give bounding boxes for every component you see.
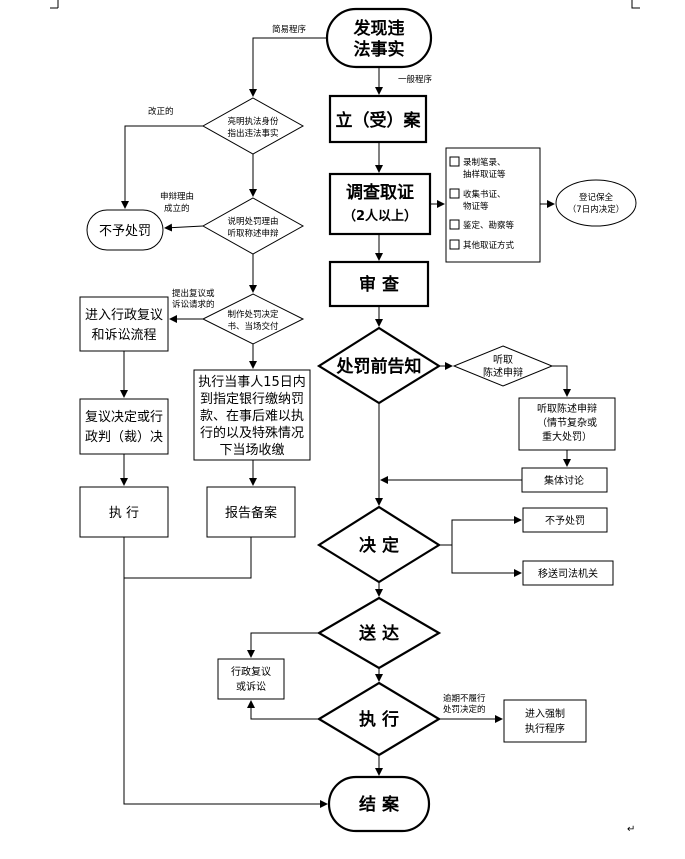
yisong-node: 移送司法机关 bbox=[522, 560, 614, 586]
liangming-node: 亮明执法身份 指出违法事实 bbox=[201, 97, 305, 155]
liangming-line1: 亮明执法身份 bbox=[227, 116, 279, 127]
tingqu-box-line3: 重大处罚） bbox=[542, 430, 592, 443]
baogao-label: 报告备案 bbox=[225, 505, 277, 521]
jiti-label: 集体讨论 bbox=[544, 474, 584, 487]
start-node: 发现违 法事实 bbox=[325, 7, 433, 69]
buyu-left-node: 不予处罚 bbox=[86, 209, 164, 251]
quzheng-opt3: 鉴定、勘察等 bbox=[463, 220, 515, 231]
zhixing-dangshi-line2: 到指定银行缴纳罚 bbox=[200, 392, 304, 407]
buyu-left-label: 不予处罚 bbox=[99, 224, 151, 239]
checkbox-icon bbox=[449, 156, 460, 167]
zhixing-dangshi-node: 执行当事人15日内 到指定银行缴纳罚 款、在事后难以执 行的以及特殊情况 下当场… bbox=[193, 369, 311, 461]
checkbox-icon bbox=[449, 239, 460, 250]
jinru-fuyi-line1: 进入行政复议 bbox=[85, 308, 163, 323]
baogao-node: 报告备案 bbox=[206, 486, 296, 538]
fuyi-jueding-line2: 政判（裁）决 bbox=[85, 429, 163, 445]
edge-label-jianyi: 简易程序 bbox=[272, 24, 307, 35]
diaocha-node: 调查取证 （2人以上） bbox=[328, 172, 432, 236]
zhixing-dangshi-line4: 行的以及特殊情况 bbox=[200, 425, 304, 441]
tingqu-box-line2: （情节复杂或 bbox=[537, 416, 597, 429]
jueding-node: 决 定 bbox=[316, 505, 442, 584]
buyu-right-node: 不予处罚 bbox=[522, 507, 608, 533]
dengji-line2: （7日内决定） bbox=[568, 204, 624, 215]
edge-label-tichu-line2: 诉讼请求的 bbox=[172, 299, 215, 310]
shuoming-node: 说明处罚理由 听取称述申辩 bbox=[201, 197, 305, 255]
start-line1: 发现违 bbox=[353, 18, 405, 39]
buyu-right-label: 不予处罚 bbox=[545, 515, 585, 527]
songda-node: 送 达 bbox=[316, 596, 442, 670]
tingqu-box-node: 听取陈述申辩 （情节复杂或 重大处罚） bbox=[518, 397, 616, 451]
edge-label-tichu-line1: 提出复议或 bbox=[172, 288, 215, 299]
shuoming-line1: 说明处罚理由 bbox=[227, 216, 278, 227]
fuyi-jueding-node: 复议决定或行 政判（裁）决 bbox=[79, 398, 169, 455]
shuoming-line2: 听取称述申辩 bbox=[227, 228, 279, 239]
tingqu-line1: 听取 bbox=[493, 354, 513, 366]
edge-labels: 简易程序 一般程序 改正的 申辩理由 成立的 提出复议或 诉讼请求的 逾期不履行… bbox=[148, 24, 486, 715]
quzheng-opt1-line2: 抽样取证等 bbox=[463, 169, 506, 180]
diaocha-line2: （2人以上） bbox=[343, 208, 417, 224]
jinru-fuyi-line2: 和诉讼流程 bbox=[91, 328, 156, 343]
zhixing-main-node: 执 行 bbox=[316, 681, 442, 757]
edge-label-yuqi-line2: 处罚决定的 bbox=[443, 704, 486, 715]
zhixing-main-label: 执 行 bbox=[359, 709, 399, 730]
qiangzhi-node: 进入强制 执行程序 bbox=[503, 699, 587, 743]
zhixing-dangshi-line1: 执行当事人15日内 bbox=[198, 374, 306, 390]
songda-label: 送 达 bbox=[359, 623, 399, 644]
checkbox-icon bbox=[449, 219, 460, 230]
shencha-node: 审 查 bbox=[328, 260, 430, 308]
zhixing-dangshi-line5: 下当场收缴 bbox=[219, 443, 284, 458]
qiangzhi-line1: 进入强制 bbox=[525, 707, 565, 720]
tingqu-node: 听取 陈述申辩 bbox=[452, 345, 554, 387]
liangming-line2: 指出违法事实 bbox=[227, 128, 278, 139]
fuyi-jueding-line1: 复议决定或行 bbox=[85, 410, 163, 425]
tingqu-line2: 陈述申辩 bbox=[483, 366, 523, 379]
jiti-node: 集体讨论 bbox=[521, 467, 608, 493]
yisong-label: 移送司法机关 bbox=[538, 567, 598, 580]
lian-label: 立（受）案 bbox=[336, 110, 422, 131]
zhizuo-node: 制作处罚决定 书、当场交付 bbox=[201, 293, 305, 345]
zhizuo-line2: 书、当场交付 bbox=[227, 321, 279, 332]
edge-label-shenbian-line1: 申辩理由 bbox=[160, 191, 194, 202]
xingzheng-fuyi-line1: 行政复议 bbox=[231, 665, 271, 678]
dengji-node: 登记保全 （7日内决定） bbox=[555, 179, 637, 227]
dengji-line1: 登记保全 bbox=[579, 192, 614, 203]
zhixing-left-label: 执 行 bbox=[109, 506, 139, 521]
paragraph-return-mark: ↵ bbox=[627, 824, 635, 835]
quzheng-opt2-line2: 物证等 bbox=[463, 201, 489, 212]
zhixing-dangshi-line3: 款、在事后难以执 bbox=[200, 409, 304, 424]
diaocha-line1: 调查取证 bbox=[346, 182, 414, 203]
connectors bbox=[120, 37, 571, 808]
chufa-qian-node: 处罚前告知 bbox=[316, 326, 442, 405]
quzheng-opt1-line1: 录制笔录、 bbox=[463, 157, 506, 168]
xingzheng-fuyi-line2: 或诉讼 bbox=[236, 680, 266, 693]
checkbox-icon bbox=[449, 188, 460, 199]
jiean-node: 结 案 bbox=[327, 775, 431, 833]
zhixing-left-node: 执 行 bbox=[79, 486, 169, 538]
shencha-label: 审 查 bbox=[359, 274, 400, 295]
quzheng-opt2-line1: 收集书证、 bbox=[463, 189, 506, 200]
quzheng-opt4: 其他取证方式 bbox=[463, 240, 515, 251]
jinru-fuyi-node: 进入行政复议 和诉讼流程 bbox=[79, 296, 169, 352]
edge-label-yiban: 一般程序 bbox=[398, 74, 433, 85]
quzheng-options-box: 录制笔录、 抽样取证等 收集书证、 物证等 鉴定、勘察等 其他取证方式 bbox=[445, 147, 541, 263]
xingzheng-fuyi-node: 行政复议 或诉讼 bbox=[217, 658, 285, 700]
jiean-label: 结 案 bbox=[359, 794, 400, 815]
chufa-qian-label: 处罚前告知 bbox=[336, 356, 422, 377]
zhizuo-line1: 制作处罚决定 bbox=[227, 309, 279, 320]
qiangzhi-line2: 执行程序 bbox=[525, 722, 565, 735]
tingqu-box-line1: 听取陈述申辩 bbox=[537, 402, 597, 415]
jueding-label: 决 定 bbox=[359, 535, 399, 556]
edge-label-shenbian-line2: 成立的 bbox=[164, 203, 190, 214]
lian-node: 立（受）案 bbox=[328, 94, 428, 144]
edge-label-yuqi-line1: 逾期不履行 bbox=[443, 693, 486, 704]
start-line2: 法事实 bbox=[354, 39, 405, 60]
page-corner-marks bbox=[50, 0, 640, 9]
edge-label-gaizheng: 改正的 bbox=[148, 106, 174, 117]
